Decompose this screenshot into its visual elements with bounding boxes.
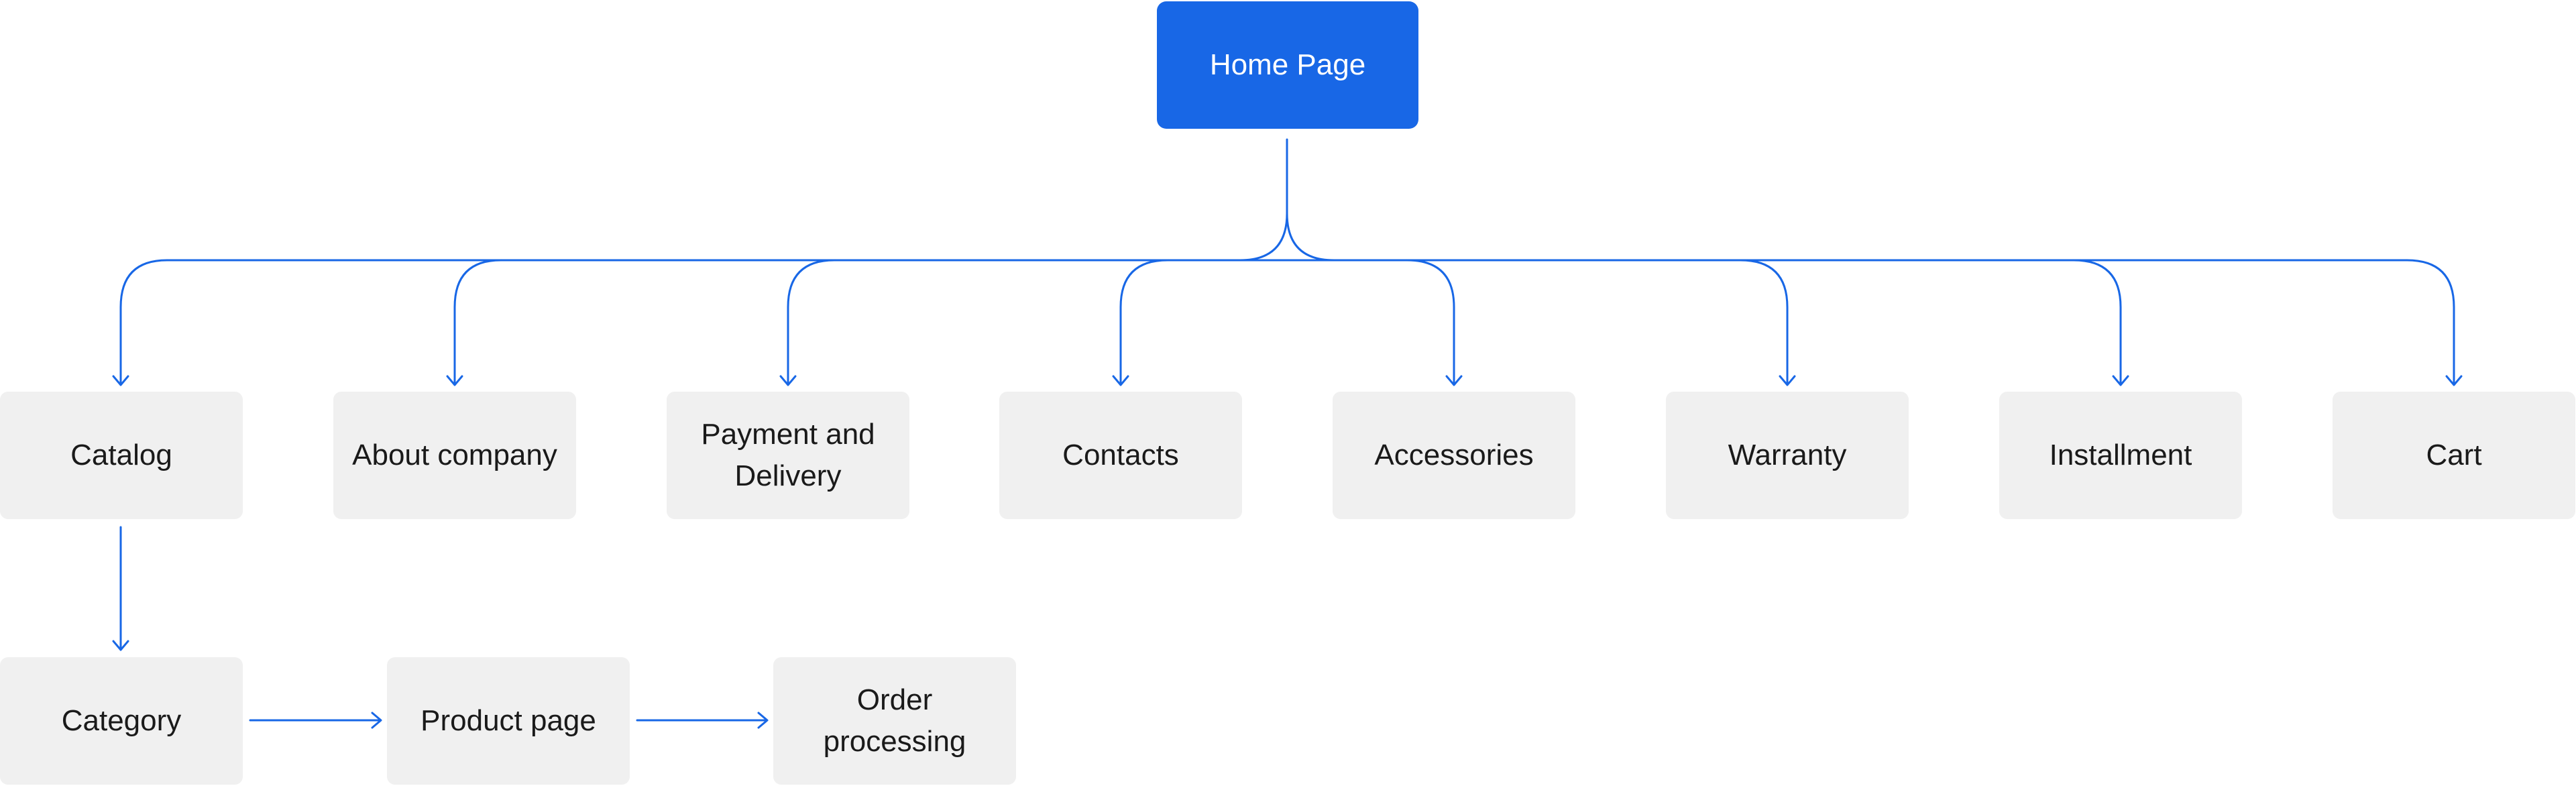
connector-cart	[2406, 259, 2455, 385]
home-page-node: Home Page	[1157, 1, 1418, 129]
connector-contacts	[1119, 259, 1169, 385]
about-company-label: About company	[352, 438, 557, 471]
arrowhead-payment-delivery	[779, 375, 797, 386]
installment-node: Installment	[1999, 392, 2242, 519]
warranty-node: Warranty	[1666, 392, 1909, 519]
catalog-label: Catalog	[70, 438, 172, 471]
arrowhead-warranty	[1779, 375, 1796, 386]
arrowhead-cart	[2445, 375, 2463, 386]
connector-about-company	[453, 259, 502, 385]
arrowhead-contacts	[1112, 375, 1129, 386]
payment-delivery-node: Payment and Delivery	[667, 392, 909, 519]
product-page-node: Product page	[387, 657, 630, 785]
connector-installment	[2072, 259, 2122, 385]
connector-trunk-right	[1286, 212, 1339, 262]
installment-label: Installment	[2049, 438, 2192, 471]
connector-accessories	[1406, 259, 1455, 385]
arrowhead-installment	[2112, 375, 2129, 386]
connector-trunk	[1235, 138, 1288, 262]
arrowhead-accessories	[1445, 375, 1463, 386]
arrowhead-catalog	[112, 375, 129, 386]
arrowhead-category	[112, 640, 129, 651]
warranty-label: Warranty	[1728, 438, 1847, 471]
cart-node: Cart	[2333, 392, 2575, 519]
connector-warranty	[1739, 259, 1789, 385]
arrowhead-product-page	[371, 712, 382, 729]
product-page-label: Product page	[421, 704, 596, 737]
home-page-label: Home Page	[1209, 48, 1366, 81]
order-processing-label: Order processing	[823, 683, 966, 758]
contacts-node: Contacts	[999, 392, 1242, 519]
order-processing-node: Order processing	[773, 657, 1016, 785]
arrowhead-order-processing	[757, 712, 769, 729]
category-label: Category	[61, 704, 182, 737]
catalog-node: Catalog	[0, 392, 243, 519]
category-node: Category	[0, 657, 243, 785]
connector-payment-delivery	[787, 259, 836, 385]
accessories-label: Accessories	[1374, 438, 1534, 471]
payment-delivery-label: Payment and Delivery	[701, 417, 875, 492]
arrowhead-about-company	[446, 375, 463, 386]
cart-label: Cart	[2426, 438, 2482, 471]
accessories-node: Accessories	[1333, 392, 1575, 519]
contacts-label: Contacts	[1062, 438, 1179, 471]
connector-catalog	[119, 259, 168, 385]
about-company-node: About company	[333, 392, 576, 519]
